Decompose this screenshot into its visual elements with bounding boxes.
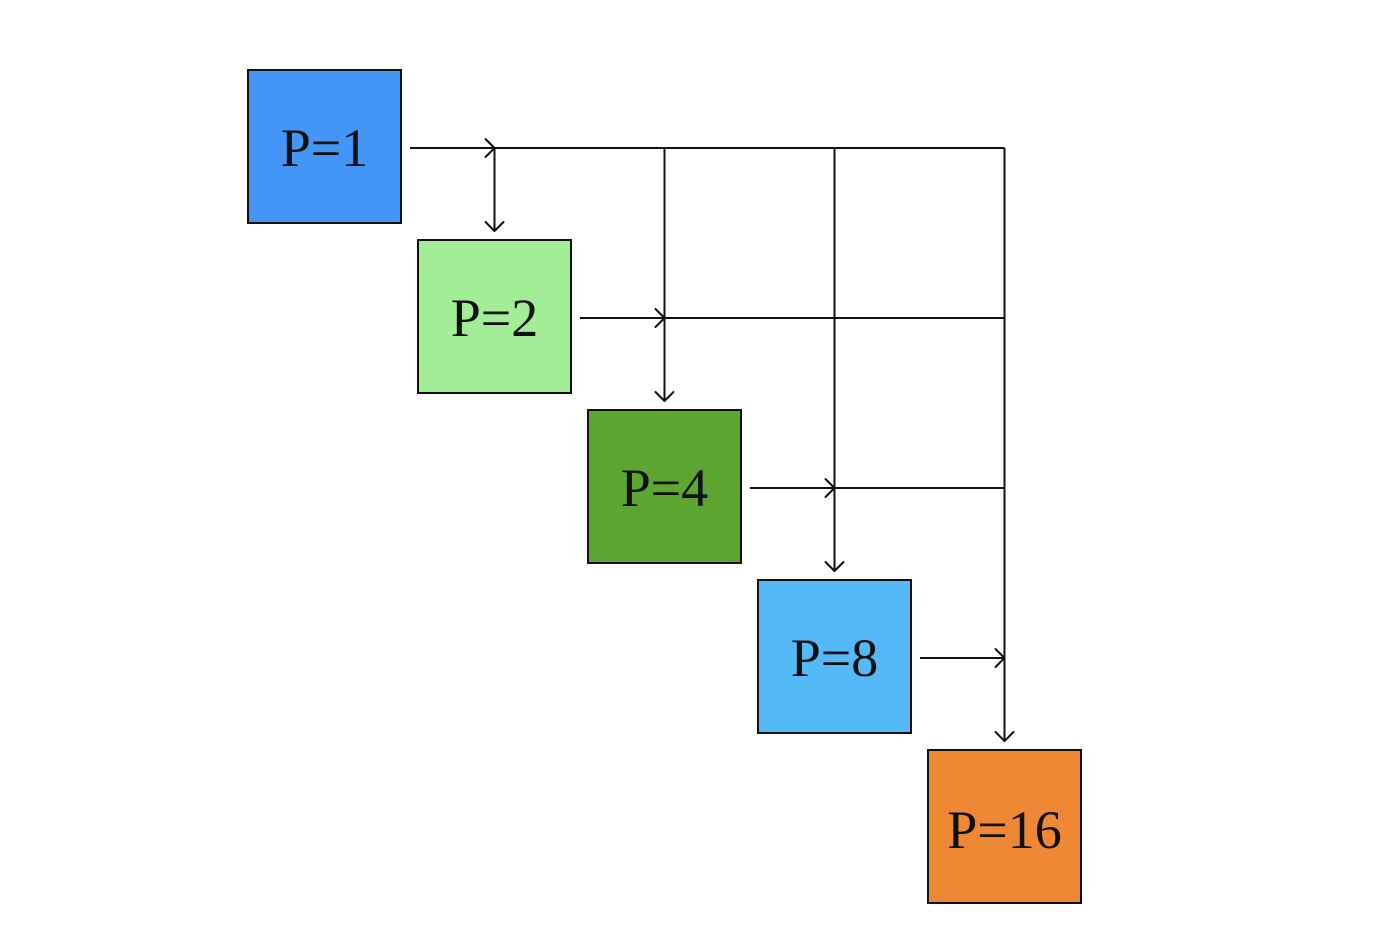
node-p4: P=4 (587, 409, 742, 564)
node-p2-label: P=2 (451, 288, 539, 348)
node-p16-label: P=16 (947, 800, 1062, 860)
node-p4-box (587, 409, 742, 564)
arrowhead-down-p4 (654, 391, 675, 402)
node-p8-box (757, 579, 912, 734)
node-p2: P=2 (417, 239, 572, 394)
arrowhead-down-p16 (994, 731, 1015, 742)
arrowhead-down-p2 (484, 221, 505, 232)
node-p1-box (247, 69, 402, 224)
node-p1-label: P=1 (281, 118, 369, 178)
connector-layer (410, 138, 1015, 742)
arrowhead-down-p8 (824, 561, 845, 572)
node-p2-box (417, 239, 572, 394)
node-p16: P=16 (927, 749, 1082, 904)
node-p8-label: P=8 (791, 628, 879, 688)
node-p8: P=8 (757, 579, 912, 734)
node-p16-box (927, 749, 1082, 904)
node-p4-label: P=4 (621, 458, 709, 518)
node-p1: P=1 (247, 69, 402, 224)
